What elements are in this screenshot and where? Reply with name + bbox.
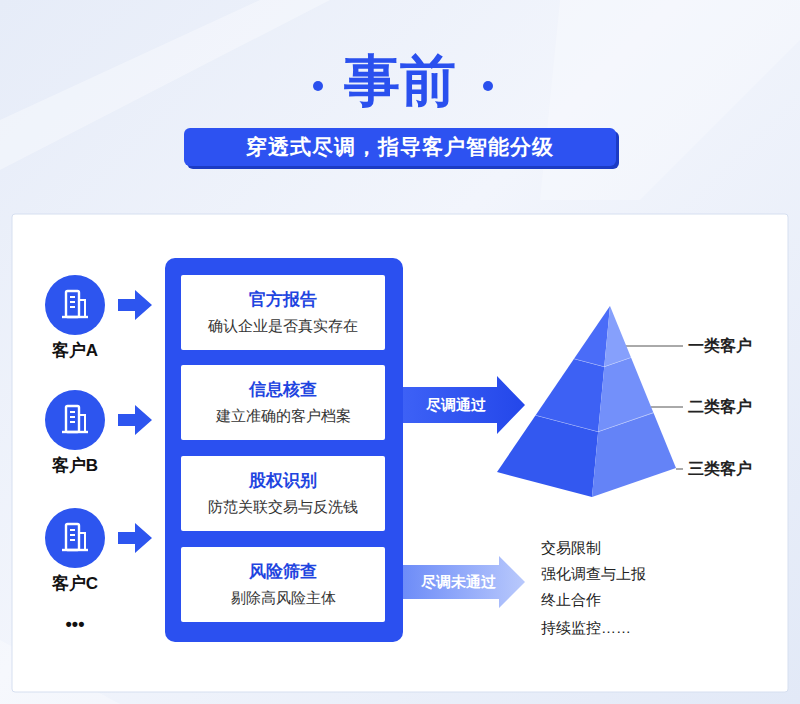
customer-circle: 客户B — [45, 390, 105, 450]
card-head: 官方报告 — [249, 289, 317, 311]
circle-fill — [45, 390, 105, 450]
title-dot — [313, 81, 323, 91]
icon-wing — [79, 300, 85, 317]
icon-base — [62, 549, 88, 551]
icon-window — [70, 421, 75, 423]
background-stripe — [540, 0, 800, 200]
outcome-item: 交易限制 — [541, 538, 601, 558]
circle-label: 客户C — [15, 574, 135, 594]
outcome-item: 终止合作 — [541, 590, 601, 610]
outcome-item: 持续监控…… — [541, 618, 631, 638]
icon-wing — [79, 415, 85, 432]
circle-label: 客户B — [15, 456, 135, 476]
pyramid-tier: 三类客户 — [497, 432, 780, 498]
card-head: 信息核查 — [249, 379, 317, 401]
outcome-item: 强化调查与上报 — [541, 564, 646, 584]
tier-label: 一类客户 — [688, 335, 752, 357]
flow-arrow — [403, 376, 525, 434]
customer-circle: 客户A — [45, 275, 105, 335]
leader-line — [626, 346, 683, 347]
card-body: 防范关联交易与反洗钱 — [208, 497, 358, 517]
tier-right-face — [592, 413, 676, 497]
content-panel — [12, 214, 788, 692]
flow-arrow — [118, 523, 152, 553]
circle-fill — [45, 508, 105, 568]
page-title: 事前 — [0, 46, 800, 116]
circle-fill — [45, 275, 105, 335]
icon-base — [62, 316, 88, 318]
subtitle-banner: 穿透式尽调，指导客户智能分级 — [184, 128, 616, 166]
icon-window — [70, 539, 75, 541]
tier-left-face — [574, 306, 610, 367]
tier-left-face — [497, 416, 598, 497]
ellipsis-mark: ••• — [66, 614, 85, 634]
icon-tower — [66, 524, 79, 550]
card-head: 风险筛查 — [249, 561, 317, 583]
process-box: 风险筛查剔除高风险主体 — [181, 547, 385, 622]
icon-tower — [66, 406, 79, 432]
icon-window — [70, 411, 75, 413]
fail-arrow — [403, 556, 525, 608]
process-group: 官方报告确认企业是否真实存在信息核查建立准确的客户档案股权识别防范关联交易与反洗… — [165, 258, 403, 642]
building-icon — [62, 406, 88, 432]
customer-circle: 客户C — [45, 508, 105, 568]
icon-window — [70, 306, 75, 308]
icon-window — [70, 296, 75, 298]
card-body: 建立准确的客户档案 — [216, 406, 351, 426]
icon-window — [70, 534, 75, 536]
tier-label: 二类客户 — [688, 396, 752, 418]
leader-line — [651, 407, 683, 408]
building-icon — [62, 291, 88, 317]
card-body: 确认企业是否真实存在 — [208, 316, 358, 336]
icon-window — [70, 529, 75, 531]
circle-shape — [45, 275, 105, 335]
flow-arrow — [118, 405, 152, 435]
process-box: 官方报告确认企业是否真实存在 — [181, 275, 385, 350]
flow-arrow — [118, 290, 152, 320]
tier-right-face — [604, 306, 631, 367]
building-icon — [62, 524, 88, 550]
circle-label: 客户A — [15, 341, 135, 361]
icon-window — [70, 301, 75, 303]
arrow-label: 尽调通过 — [426, 395, 486, 415]
title-dot — [483, 81, 493, 91]
card-head: 股权识别 — [249, 470, 317, 492]
icon-base — [62, 431, 88, 433]
circle-shape — [45, 508, 105, 568]
icon-window — [70, 416, 75, 418]
arrow-label: 尽调未通过 — [421, 572, 496, 592]
leader-line — [676, 469, 683, 470]
process-box: 股权识别防范关联交易与反洗钱 — [181, 456, 385, 531]
tier-label: 三类客户 — [688, 458, 752, 480]
icon-wing — [79, 533, 85, 550]
circle-shape — [45, 390, 105, 450]
card-body: 剔除高风险主体 — [231, 588, 336, 608]
icon-tower — [66, 291, 79, 317]
banner-text: 穿透式尽调，指导客户智能分级 — [246, 133, 554, 161]
process-box: 信息核查建立准确的客户档案 — [181, 365, 385, 440]
